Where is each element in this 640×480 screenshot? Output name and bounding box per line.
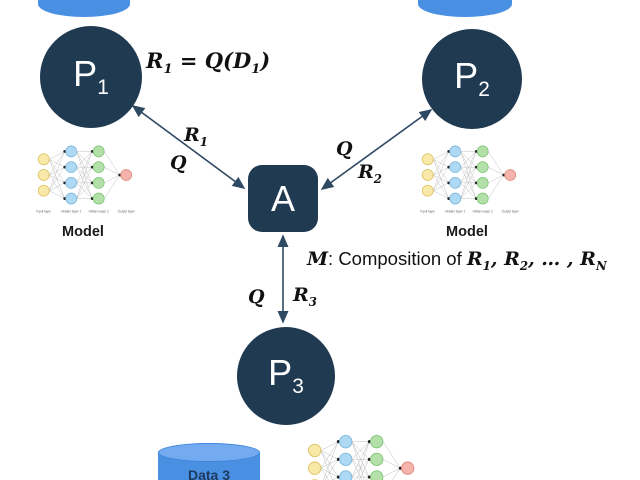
composition-tail: R1, R2, … , RN <box>466 248 607 273</box>
data-cylinder-p1 <box>38 0 130 17</box>
svg-text:Output layer: Output layer <box>502 210 519 214</box>
party-circle-p2: P2 <box>422 29 522 129</box>
equation-r1: R1 = Q(D1) <box>146 48 271 78</box>
neural-network-image: Input layer Hidden layer 1 Hidden layer 2 O… <box>36 145 135 214</box>
svg-text:Output layer: Output layer <box>118 210 135 214</box>
model-caption-p1: Model <box>62 224 104 240</box>
svg-text:Input layer: Input layer <box>420 210 435 214</box>
arrow-label-r3: R3 <box>293 284 317 309</box>
svg-text:Input layer: Input layer <box>36 210 51 214</box>
composition-m: M <box>307 248 329 270</box>
svg-text:Hidden layer 2: Hidden layer 2 <box>473 210 493 214</box>
data-cylinder-label: Data 3 <box>187 467 231 480</box>
data-cylinder-p2 <box>418 0 512 17</box>
svg-text:Hidden layer 2: Hidden layer 2 <box>89 210 109 214</box>
arrow-label-r2: R2 <box>358 161 382 186</box>
arrow-label-q1: Q <box>170 152 187 174</box>
party-circle-p3: P3 <box>237 327 335 425</box>
composition-text: : Composition of <box>328 248 467 269</box>
svg-text:Hidden layer 1: Hidden layer 1 <box>61 210 81 214</box>
party-label-p2: P2 <box>454 55 490 102</box>
party-label-p1: P1 <box>73 53 109 100</box>
model-caption-p2: Model <box>446 224 488 240</box>
model-network-p1: Input layer Hidden layer 1 Hidden layer 2 O… <box>28 142 138 217</box>
svg-text:Hidden layer 1: Hidden layer 1 <box>445 210 465 214</box>
arrow-label-r1: R1 <box>184 124 208 149</box>
neural-network-image: Input layer Hidden layer 1 Hidden layer 2 O… <box>420 145 519 214</box>
aggregator-node: A <box>248 165 318 232</box>
aggregator-label: A <box>270 177 295 219</box>
party-label-p3: P3 <box>268 352 304 399</box>
party-circle-p1: P1 <box>40 26 142 128</box>
cylinder-lid <box>158 443 260 462</box>
arrow-label-q3: Q <box>248 286 265 308</box>
arrow-label-q2: Q <box>336 138 353 160</box>
composition-annotation: M: Composition of R1, R2, … , RN <box>307 248 607 273</box>
data-cylinder-p3: Data 3 <box>158 443 260 480</box>
model-network-p2: Input layer Hidden layer 1 Hidden layer 2 O… <box>412 142 522 217</box>
